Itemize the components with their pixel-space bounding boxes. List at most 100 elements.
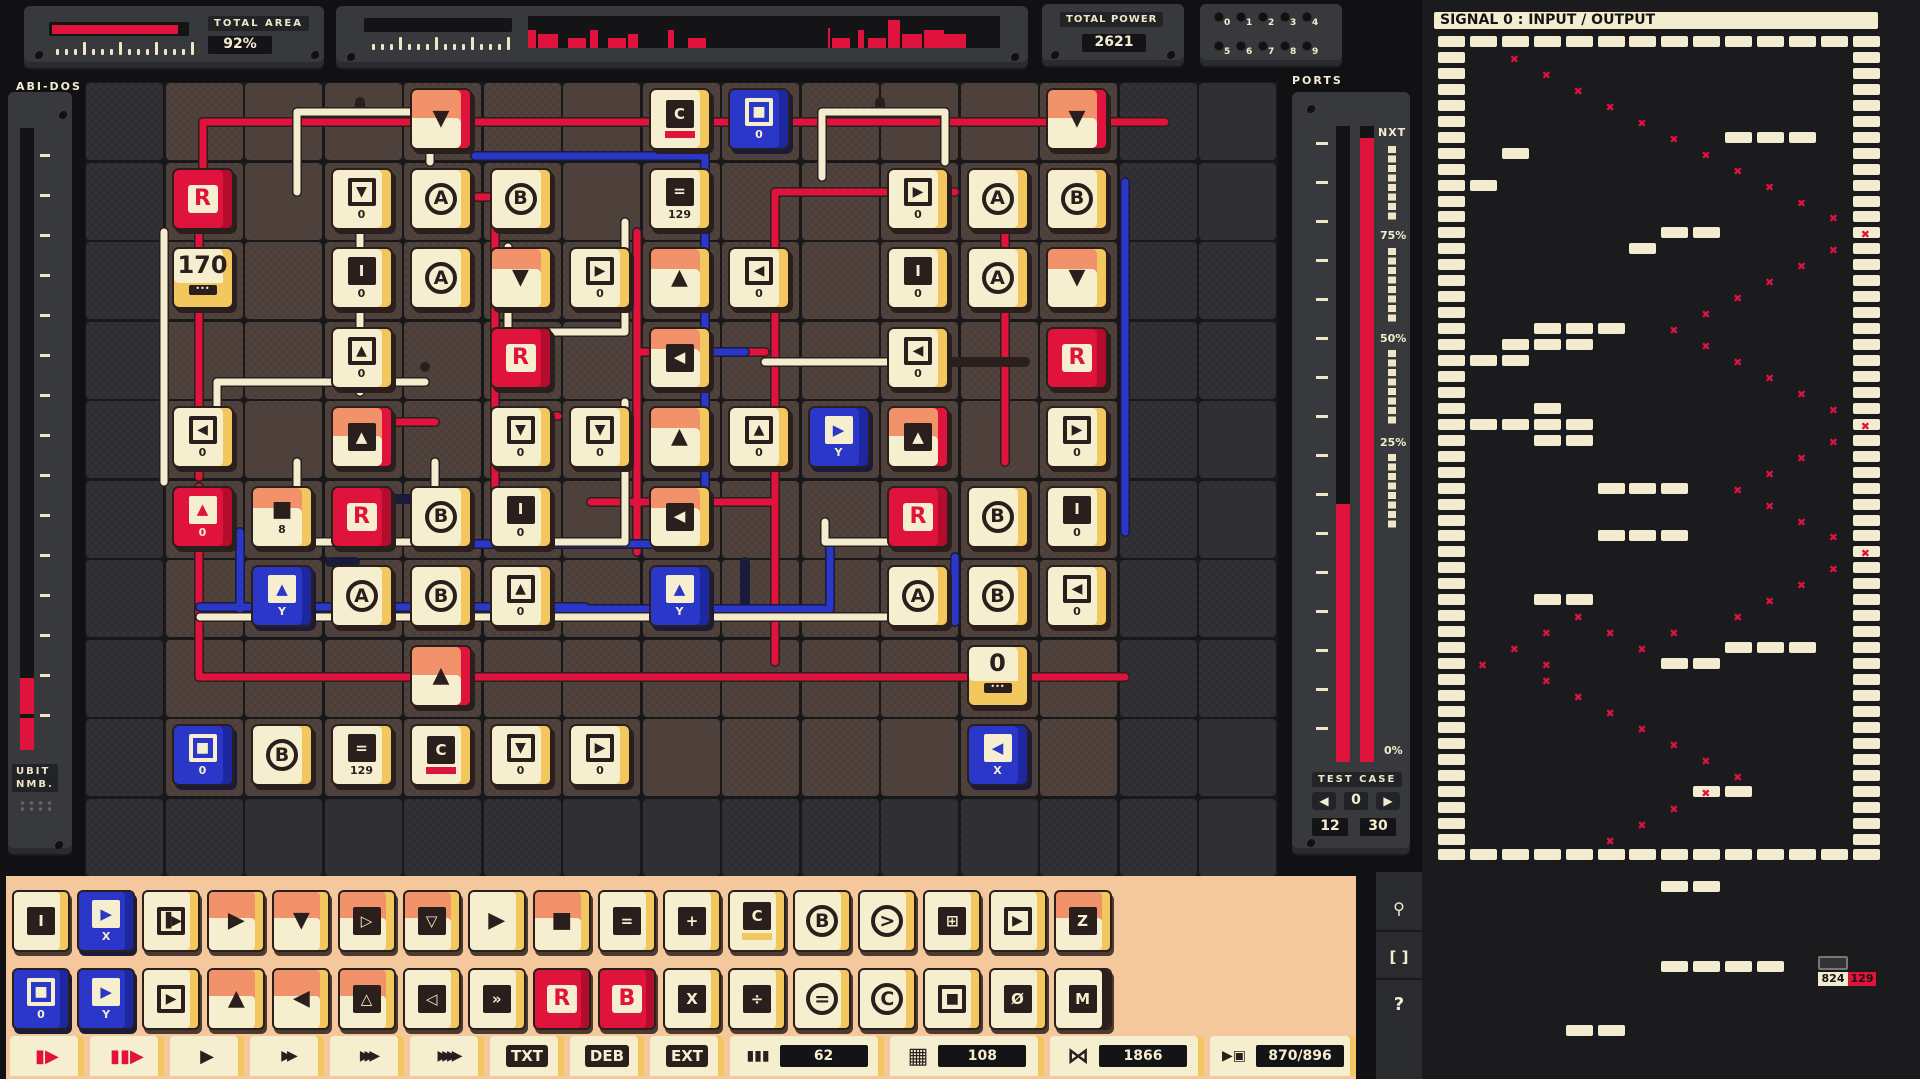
board-cell[interactable] (722, 321, 799, 399)
component-tile[interactable]: ▼ (489, 247, 552, 309)
component-tile[interactable]: ▲ (887, 406, 949, 468)
port-4[interactable]: 4 (1302, 12, 1324, 33)
component-tile[interactable]: B (1046, 167, 1108, 230)
palette-item[interactable]: ▷ (337, 890, 396, 952)
board-cell[interactable] (722, 480, 799, 558)
palette-item[interactable]: X (663, 968, 721, 1030)
palette-item[interactable]: ■ (923, 968, 982, 1030)
test-case-next-button[interactable]: ▶ (1376, 792, 1400, 810)
board-cell[interactable] (165, 321, 243, 399)
palette-item[interactable]: + (663, 890, 721, 952)
board-cell[interactable] (86, 798, 163, 876)
board-cell[interactable] (1119, 798, 1197, 876)
board-cell[interactable] (324, 798, 402, 876)
component-tile[interactable]: =129 (648, 167, 711, 230)
component-tile[interactable]: ▲0 (171, 485, 234, 548)
component-tile[interactable]: R (489, 326, 552, 389)
palette-item[interactable]: M (1053, 968, 1112, 1030)
component-tile[interactable]: R (1046, 326, 1108, 389)
palette-item[interactable]: > (858, 890, 917, 952)
component-tile[interactable]: ◀0 (171, 406, 234, 468)
component-tile[interactable]: A (966, 247, 1029, 309)
component-tile[interactable]: B (966, 565, 1029, 627)
counter-tile[interactable]: 170••• (171, 247, 234, 309)
component-tile[interactable]: ▼0 (489, 724, 552, 786)
board-cell[interactable] (86, 480, 163, 558)
board-cell[interactable] (404, 401, 481, 478)
component-tile[interactable]: ▶0 (569, 724, 631, 786)
board-cell[interactable] (881, 83, 958, 160)
play-button[interactable]: ▶ (170, 1036, 244, 1076)
board-cell[interactable] (165, 560, 243, 637)
board-cell[interactable] (960, 401, 1038, 478)
board-cell[interactable] (1119, 639, 1197, 717)
board-cell[interactable] (86, 639, 163, 717)
board-cell[interactable] (86, 719, 163, 796)
component-tile[interactable]: ◀0 (1046, 565, 1108, 627)
help-button[interactable]: ? (1393, 994, 1405, 1015)
counter-tile[interactable]: 0••• (966, 644, 1029, 707)
component-tile[interactable]: B (489, 167, 552, 230)
component-tile[interactable]: B (410, 565, 472, 627)
board-cell[interactable] (1119, 719, 1197, 796)
component-tile[interactable]: A (887, 565, 949, 627)
board-cell[interactable] (1119, 401, 1197, 478)
component-tile[interactable]: ◀ (648, 326, 711, 389)
board-cell[interactable] (801, 480, 879, 558)
palette-item[interactable]: △ (337, 968, 396, 1030)
board-cell[interactable] (1199, 719, 1276, 796)
board-cell[interactable] (1119, 162, 1197, 240)
component-tile[interactable]: ◀X (966, 724, 1029, 786)
board-cell[interactable] (1119, 83, 1197, 160)
board-cell[interactable] (1199, 321, 1276, 399)
board-cell[interactable] (801, 719, 879, 796)
palette-item[interactable]: = (597, 890, 656, 952)
component-tile[interactable]: ◀0 (887, 326, 949, 389)
board-cell[interactable] (960, 321, 1038, 399)
board-cell[interactable] (245, 798, 322, 876)
board-cell[interactable] (86, 162, 163, 240)
board-cell[interactable] (801, 321, 879, 399)
board-cell[interactable] (245, 639, 322, 717)
palette-item[interactable]: B (597, 968, 656, 1030)
palette-item[interactable]: R (532, 968, 591, 1030)
component-tile[interactable]: C (410, 724, 472, 786)
board-cell[interactable] (404, 798, 481, 876)
component-tile[interactable]: ■8 (251, 485, 313, 548)
palette-item[interactable]: I (12, 890, 70, 952)
board-cell[interactable] (483, 83, 561, 160)
board-cell[interactable] (960, 798, 1038, 876)
signal-cursor[interactable] (1818, 956, 1848, 970)
faster-button[interactable]: ▶▶▶ (330, 1036, 404, 1076)
component-tile[interactable]: ▼0 (489, 406, 552, 468)
board-cell[interactable] (1040, 719, 1117, 796)
palette-item[interactable]: ◁ (402, 968, 461, 1030)
component-tile[interactable]: ▼ (1046, 88, 1108, 150)
component-tile[interactable]: ▲ (648, 406, 711, 468)
board-cell[interactable] (86, 321, 163, 399)
palette-item[interactable]: ÷ (728, 968, 787, 1030)
component-tile[interactable]: R (171, 167, 234, 230)
board-cell[interactable] (642, 798, 720, 876)
test-case-prev-button[interactable]: ◀ (1312, 792, 1336, 810)
board-cell[interactable] (960, 83, 1038, 160)
board-cell[interactable] (245, 401, 322, 478)
component-tile[interactable]: ▶0 (1046, 406, 1108, 468)
board-cell[interactable] (801, 83, 879, 160)
palette-item[interactable]: ■0 (12, 968, 70, 1030)
board-cell[interactable] (1199, 401, 1276, 478)
step-button[interactable]: ▮▶ (10, 1036, 84, 1076)
palette-item[interactable]: C (858, 968, 917, 1030)
board-cell[interactable] (86, 560, 163, 637)
board-cell[interactable] (881, 719, 958, 796)
board-cell[interactable] (801, 242, 879, 319)
board-cell[interactable] (563, 83, 640, 160)
palette-item[interactable]: ▲ (207, 968, 266, 1030)
palette-item[interactable]: = (793, 968, 852, 1030)
board-cell[interactable] (483, 639, 561, 717)
palette-item[interactable]: ▽ (402, 890, 461, 952)
txt-button[interactable]: TXT (490, 1036, 564, 1076)
